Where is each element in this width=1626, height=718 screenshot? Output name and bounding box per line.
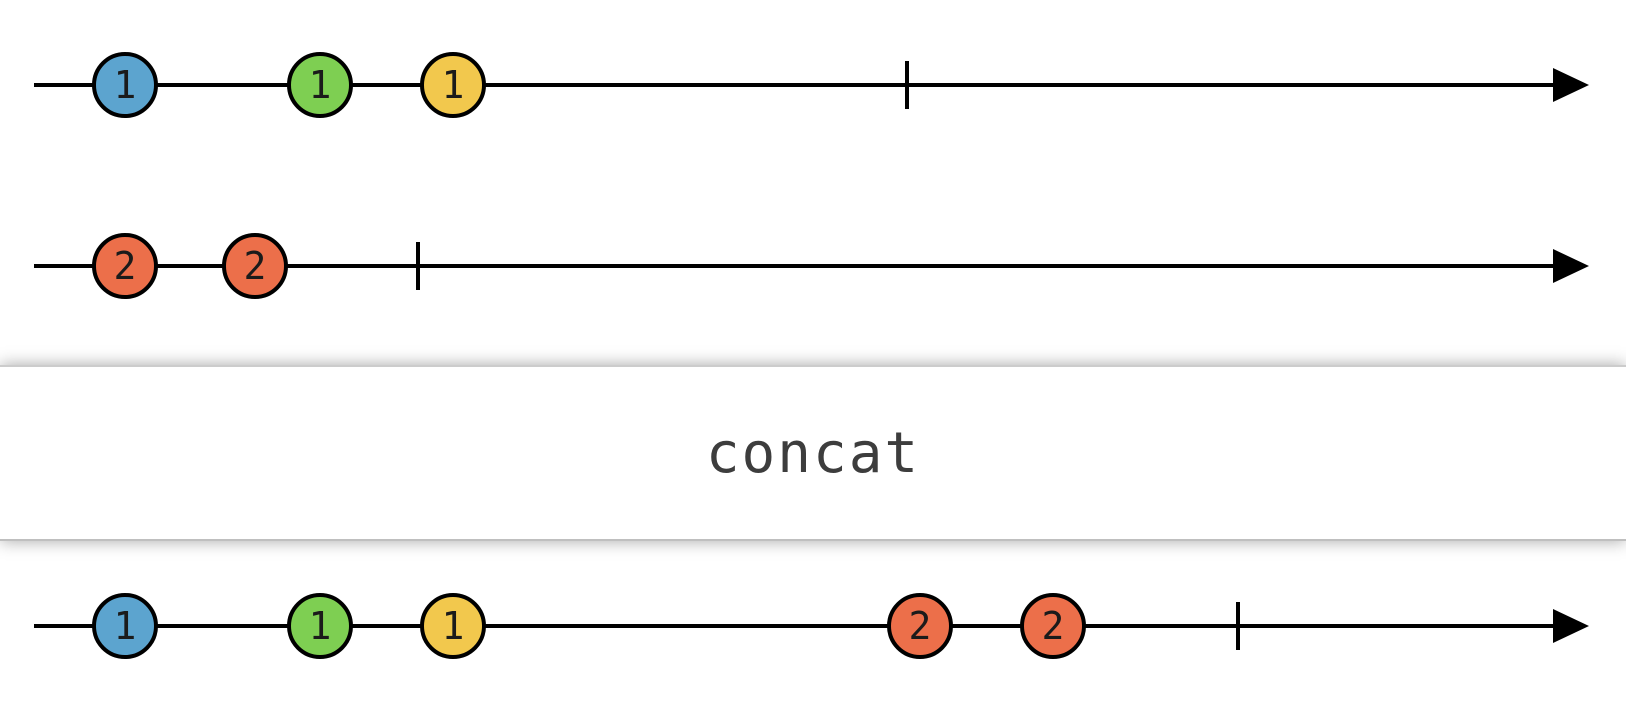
marble-value: 1	[442, 63, 465, 107]
marble-source-1[interactable]	[420, 52, 486, 118]
marble-value: 2	[244, 244, 267, 288]
marble-value: 1	[309, 63, 332, 107]
operator-label: concat	[705, 420, 921, 486]
arrowhead-icon	[1553, 249, 1589, 283]
marble-value: 2	[909, 604, 932, 648]
arrowhead-icon	[1553, 609, 1589, 643]
marble-output[interactable]	[1020, 593, 1086, 659]
marble-source-2[interactable]	[92, 233, 158, 299]
marble-output[interactable]	[420, 593, 486, 659]
marble-value: 2	[1042, 604, 1065, 648]
marble-source-1[interactable]	[92, 52, 158, 118]
marble-value: 1	[114, 63, 137, 107]
operator-box: concat	[0, 365, 1626, 541]
marble-source-2[interactable]	[222, 233, 288, 299]
marble-output[interactable]	[887, 593, 953, 659]
marble-value: 1	[309, 604, 332, 648]
marble-value: 2	[114, 244, 137, 288]
marble-value: 1	[114, 604, 137, 648]
marble-output[interactable]	[287, 593, 353, 659]
marble-value: 1	[442, 604, 465, 648]
arrowhead-icon	[1553, 68, 1589, 102]
marble-output[interactable]	[92, 593, 158, 659]
marble-source-1[interactable]	[287, 52, 353, 118]
